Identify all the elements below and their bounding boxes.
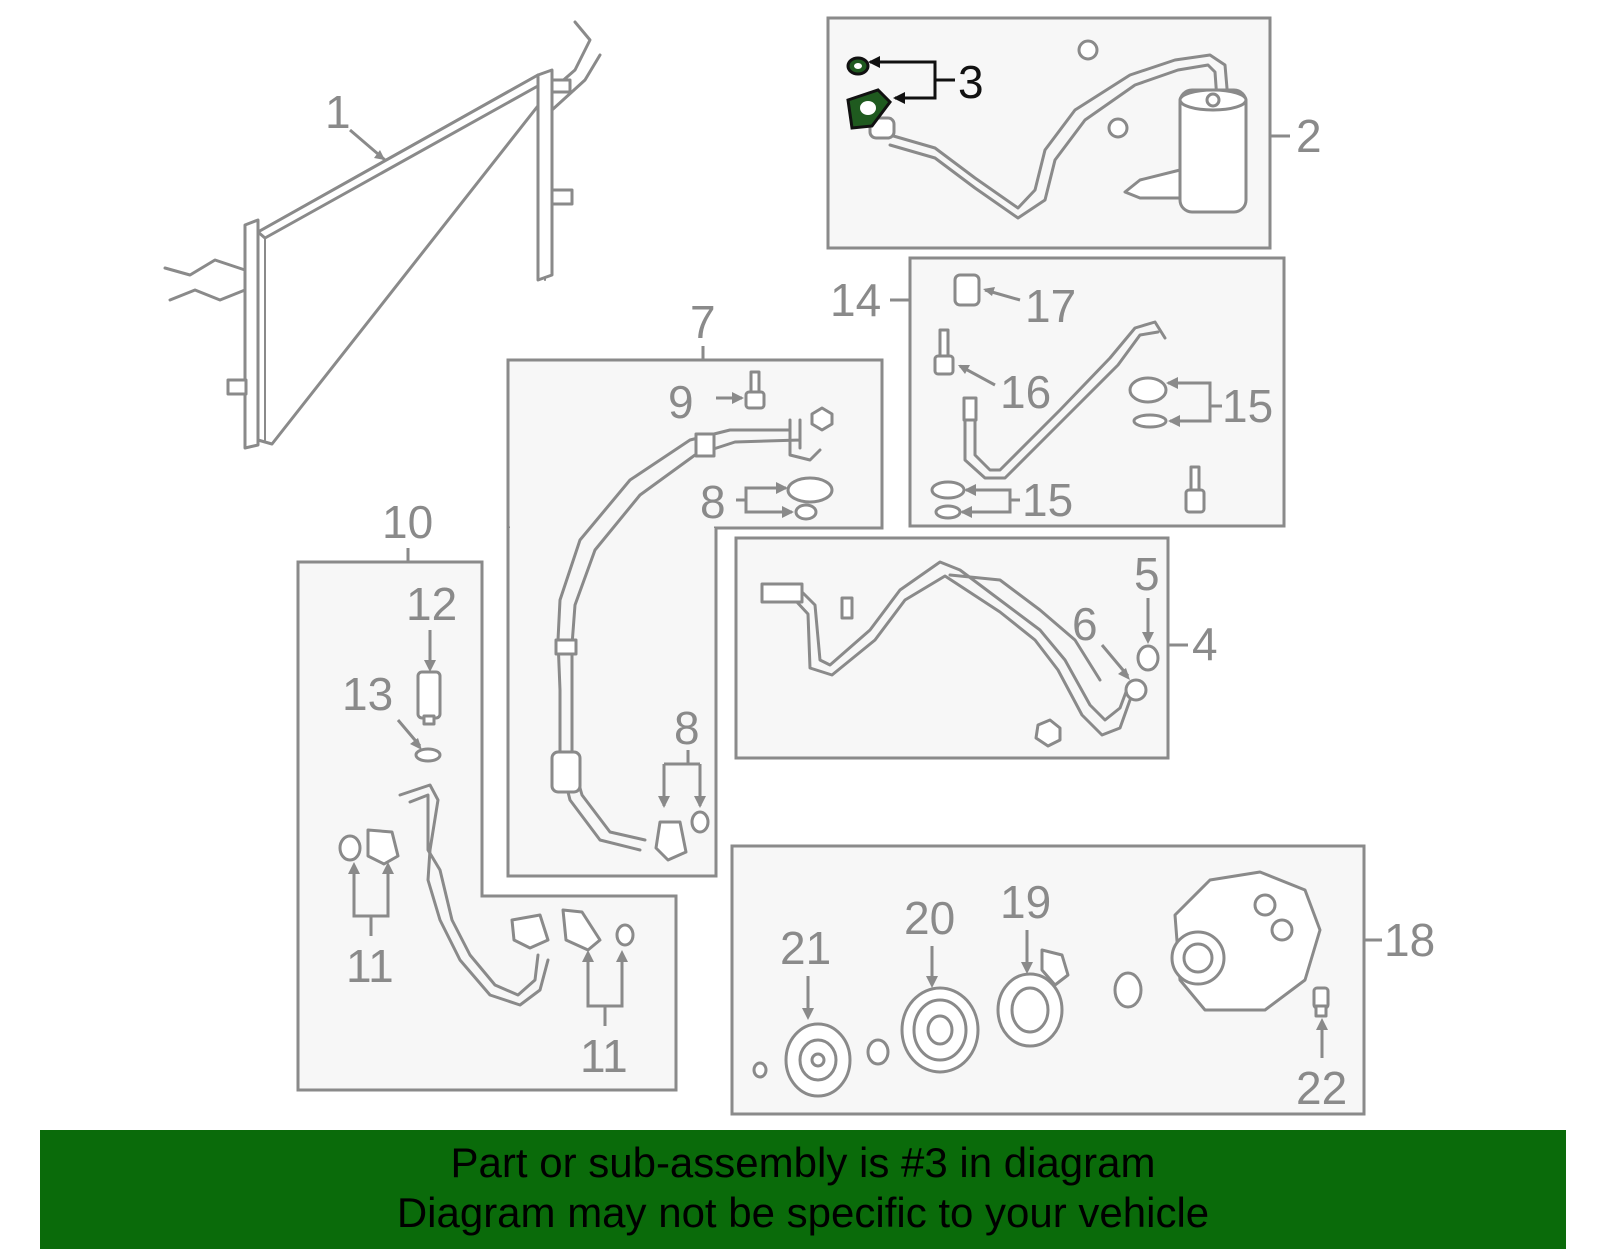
callout-15a: 15: [1222, 380, 1273, 432]
arrow-head-icon: [658, 796, 670, 808]
assembly-box-10[interactable]: [296, 560, 678, 1092]
arrow-head-icon: [374, 150, 385, 160]
callout-8b: 8: [674, 702, 700, 754]
callout-14: 14: [830, 274, 881, 326]
arrow-head-icon: [893, 92, 905, 104]
callout-20: 20: [904, 892, 955, 944]
assembly-box-4[interactable]: [734, 536, 1170, 760]
arrow-head-icon: [983, 287, 995, 296]
arrow-head-icon: [582, 950, 594, 962]
callout-bracket-11a: [352, 866, 390, 936]
arrow-head-icon: [926, 976, 938, 988]
part-3-seals-highlighted[interactable]: [846, 56, 892, 130]
callout-22: 22: [1296, 1062, 1347, 1114]
arrow-head-icon: [382, 862, 394, 874]
arrow-head-icon: [958, 365, 970, 374]
callout-bracket-8a: [736, 486, 792, 514]
arrow-head-icon: [1142, 632, 1154, 644]
callout-8a: 8: [700, 476, 726, 528]
arrow-head-icon: [694, 796, 706, 808]
arrow-head-icon: [1316, 1018, 1328, 1030]
arrow-head-icon: [1021, 962, 1033, 974]
arrow-head-icon: [782, 506, 794, 518]
arrow-head-icon: [776, 482, 788, 494]
arrow-head-icon: [1118, 668, 1130, 680]
callout-bracket-15a: [1168, 381, 1222, 423]
arrow-head-icon: [732, 392, 744, 404]
callout-bracket-15b: [962, 488, 1020, 514]
callout-11b: 11: [580, 1030, 628, 1082]
arrow-head-icon: [802, 1008, 814, 1020]
callout-bracket-11b: [586, 954, 624, 1026]
arrow-head-icon: [616, 950, 628, 962]
callout-19: 19: [1000, 876, 1051, 928]
callout-4: 4: [1192, 618, 1218, 670]
callout-21: 21: [780, 922, 831, 974]
callout-16: 16: [1000, 366, 1051, 418]
arrow-head-icon: [424, 660, 436, 672]
assembly-box-14[interactable]: [908, 256, 1286, 528]
arrow-head-icon: [868, 56, 880, 68]
arrow-head-icon: [410, 738, 422, 750]
callout-13: 13: [342, 668, 393, 720]
callout-2: 2: [1296, 110, 1322, 162]
callout-17: 17: [1025, 280, 1076, 332]
footer-banner: Part or sub-assembly is #3 in diagram Di…: [40, 1130, 1566, 1249]
footer-line-2: Diagram may not be specific to your vehi…: [396, 1189, 1210, 1236]
callout-18: 18: [1384, 914, 1435, 966]
callout-bracket-8b: [662, 750, 702, 806]
footer-line-1: Part or sub-assembly is #3 in diagram: [450, 1139, 1156, 1186]
callout-10: 10: [382, 496, 433, 548]
condenser-part-1[interactable]: [163, 20, 602, 450]
callout-bracket-3: [870, 60, 955, 100]
callout-15b: 15: [1022, 474, 1073, 526]
callout-7: 7: [690, 296, 716, 348]
assembly-box-2[interactable]: [826, 16, 1272, 250]
box-10-frame: [296, 560, 678, 1092]
callout-1: 1: [325, 86, 351, 138]
arrow-head-icon: [964, 484, 976, 496]
callout-5: 5: [1134, 548, 1160, 600]
callout-9: 9: [668, 376, 694, 428]
arrow-head-icon: [348, 862, 360, 874]
callout-12: 12: [406, 578, 457, 630]
callout-3: 3: [958, 56, 984, 108]
callout-6: 6: [1072, 598, 1098, 650]
callout-11a: 11: [346, 940, 394, 992]
arrow-head-icon: [1166, 377, 1178, 389]
arrow-head-icon: [960, 506, 972, 518]
assembly-box-18[interactable]: [730, 844, 1366, 1116]
arrow-head-icon: [1168, 415, 1180, 427]
